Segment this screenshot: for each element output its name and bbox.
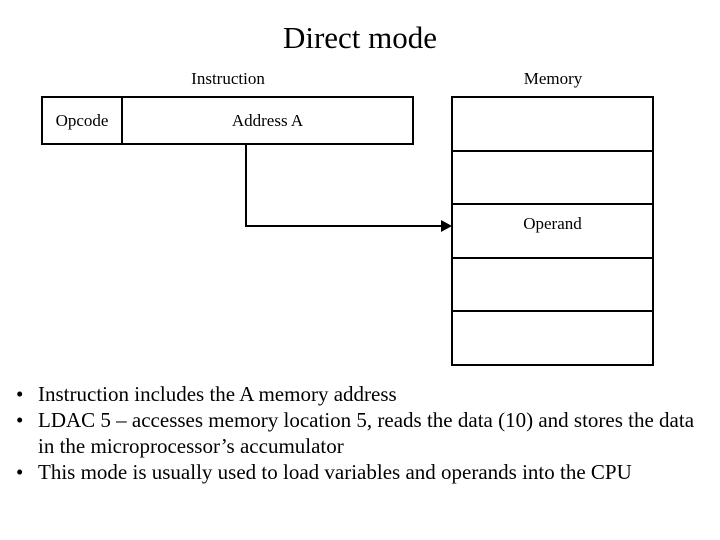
instruction-word-box: Opcode Address A [41, 96, 414, 145]
memory-column-caption: Memory [523, 69, 583, 88]
bullet-marker-icon: • [16, 460, 24, 484]
connector-line-vertical [245, 145, 247, 227]
bullet-marker-icon: • [16, 408, 24, 432]
memory-cell [453, 312, 652, 364]
list-item: • Instruction includes the A memory addr… [14, 381, 708, 407]
list-item-text: This mode is usually used to load variab… [38, 460, 632, 484]
list-item: • This mode is usually used to load vari… [14, 459, 708, 485]
page-title: Direct mode [282, 20, 438, 55]
memory-cell [453, 259, 652, 313]
list-item: • LDAC 5 – accesses memory location 5, r… [14, 407, 708, 459]
bullet-marker-icon: • [16, 382, 24, 406]
instruction-column-caption: Instruction [191, 69, 265, 88]
connector-line-horizontal [245, 225, 449, 227]
arrow-right-icon [441, 220, 452, 232]
list-item-text: Instruction includes the A memory addres… [38, 382, 397, 406]
memory-cell [453, 98, 652, 152]
list-item-text: LDAC 5 – accesses memory location 5, rea… [38, 408, 695, 458]
memory-cell [453, 152, 652, 206]
memory-column: Operand [451, 96, 654, 366]
bullet-list: • Instruction includes the A memory addr… [14, 381, 708, 485]
memory-cell-operand: Operand [453, 205, 652, 259]
instruction-field-opcode: Opcode [43, 98, 123, 143]
instruction-field-address: Address A [231, 110, 304, 130]
